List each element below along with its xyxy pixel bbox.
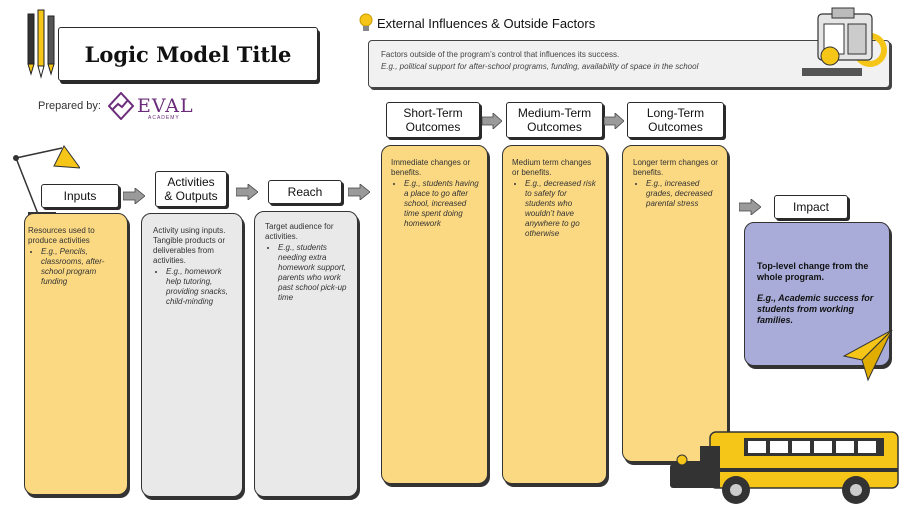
inputs-label: Inputs [41,184,119,208]
impact-column: Top-level change from the whole program.… [744,222,890,366]
short-term-outcomes-column: Immediate changes or benefits. E.g., stu… [381,145,488,484]
external-influences-description: Factors outside of the program’s control… [381,50,620,59]
long-term-header-line1: Long-Term [646,106,705,120]
external-influences-box: Factors outside of the program’s control… [368,40,890,88]
right-arrow-icon [123,188,145,204]
short-term-header-line2: Outcomes [405,120,461,134]
long-term-header-line2: Outcomes [648,120,703,134]
medium-term-description: Medium term changes or benefits. [512,158,592,177]
medium-term-header-line2: Outcomes [527,120,582,134]
lightbulb-icon [359,13,373,31]
activities-example: E.g., homework help tutoring, providing … [166,267,235,307]
reach-label: Reach [268,180,342,204]
medium-term-example: E.g., decreased risk to safety for stude… [525,179,598,239]
activities-label-line1: Activities [167,175,215,189]
pencils-icon [27,9,55,79]
right-arrow-icon [236,184,258,200]
external-influences-title: External Influences & Outside Factors [377,16,596,31]
impact-label-text: Impact [792,200,829,214]
short-term-description: Immediate changes or benefits. [391,158,471,177]
activities-description: Activity using inputs. Tangible products… [153,226,226,265]
activities-label-line2: & Outputs [164,189,218,203]
activities-outputs-label: Activities& Outputs [155,171,227,207]
external-influences-example: E.g., political support for after-school… [381,62,699,71]
reach-description: Target audience for activities. [265,222,334,241]
logic-model-title-box: Logic Model Title [58,27,318,81]
reach-column: Target audience for activities. E.g., st… [254,211,358,497]
long-term-example: E.g., increased grades, decreased parent… [646,179,721,209]
impact-description: Top-level change from the whole program. [757,261,869,282]
brand-sub: ACADEMY [148,115,180,121]
prepared-by-label: Prepared by: [38,100,101,112]
paper-plane-icon [842,329,893,382]
brand-name: EVAL [137,95,194,117]
page-title: Logic Model Title [84,41,292,67]
inputs-description: Resources used to produce activities [28,226,95,245]
reach-label-text: Reach [287,185,323,199]
eval-academy-logo-icon [108,92,134,120]
school-bus-icon [670,431,899,504]
right-arrow-icon [604,113,624,129]
inputs-example: E.g., Pencils, classrooms, after-school … [41,247,124,287]
inputs-column: Resources used to produce activities E.g… [24,213,128,495]
impact-example: E.g., Academic success for students from… [757,293,874,325]
desk-lamp-icon [13,145,80,218]
right-arrow-icon [482,113,502,129]
right-arrow-icon [739,199,761,215]
long-term-description: Longer term changes or benefits. [633,158,718,177]
reach-example: E.g., students needing extra homework su… [278,243,349,303]
long-term-outcomes-column: Longer term changes or benefits. E.g., i… [622,145,728,462]
short-term-header-line1: Short-Term [403,106,463,120]
medium-term-header-line1: Medium-Term [517,106,592,120]
medium-term-outcomes-column: Medium term changes or benefits. E.g., d… [502,145,607,484]
right-arrow-icon [348,184,370,200]
activities-column: Activity using inputs. Tangible products… [141,213,243,497]
school-supplies-icon [802,7,887,76]
short-term-example: E.g., students having a place to go afte… [404,179,479,229]
inputs-label-text: Inputs [63,189,97,203]
impact-label: Impact [774,195,848,219]
